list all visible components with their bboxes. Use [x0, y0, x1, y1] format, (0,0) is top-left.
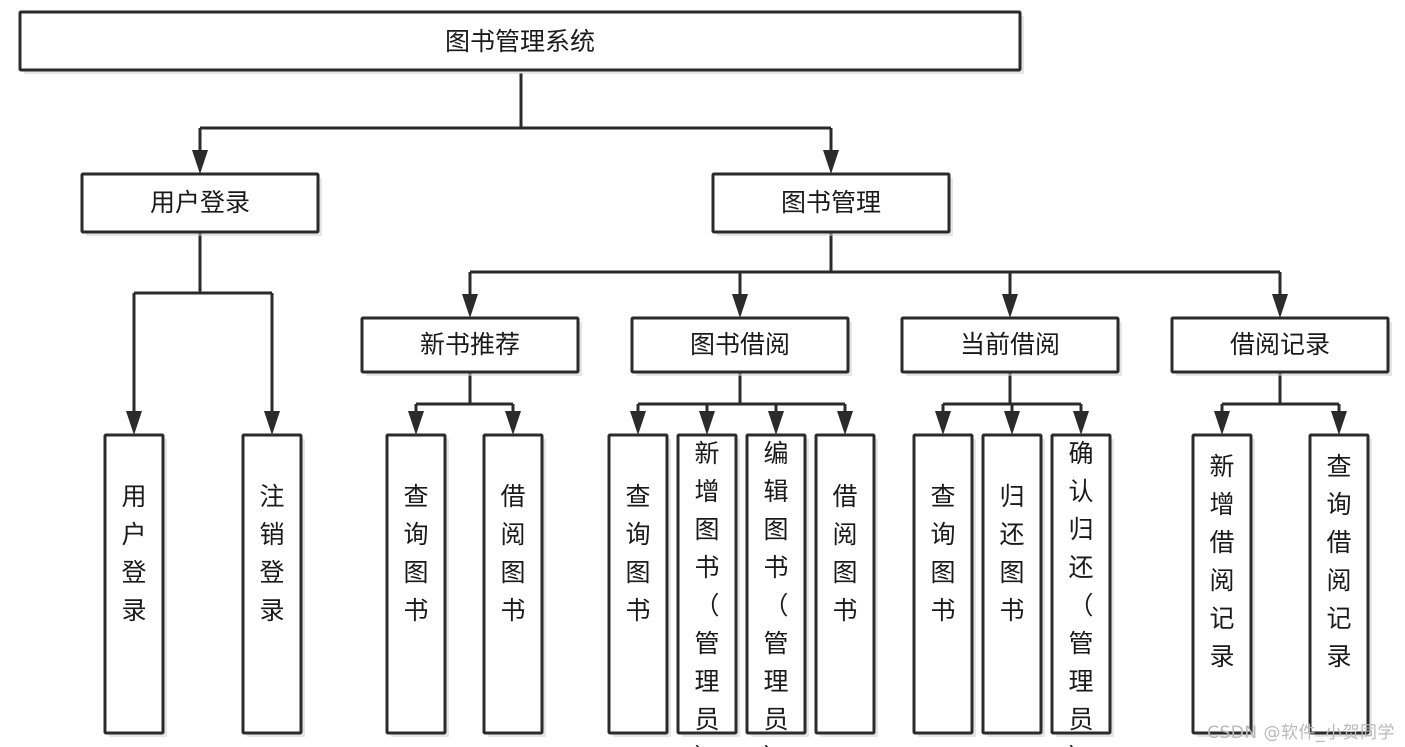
node-leaf-confirm-return-label: 确认归还（管理员） — [1068, 439, 1093, 747]
node-leaf-borrow-book-a-label: 借阅图书 — [500, 482, 525, 625]
node-leaf-edit-book[interactable]: 编辑图书（管理员） — [745, 433, 809, 747]
node-leaf-query-book-a-label: 查询图书 — [403, 482, 428, 625]
node-leaf-borrow-book-b[interactable]: 借阅图书 — [814, 433, 878, 737]
node-leaf-query-record-label: 查询借阅记录 — [1326, 452, 1351, 671]
node-book-mgmt-label: 图书管理 — [781, 188, 881, 217]
node-new-book-recommend-label: 新书推荐 — [420, 330, 520, 359]
edges-root-to-level2 — [192, 73, 839, 174]
node-leaf-logout-label: 注销登录 — [259, 482, 284, 625]
node-current-borrow[interactable]: 当前借阅 — [900, 316, 1122, 376]
node-leaf-add-book-label: 新增图书（管理员） — [694, 439, 719, 747]
edges-userlogin-to-leaves — [126, 232, 280, 435]
edges-bookmgmt-to-level3 — [462, 232, 1288, 318]
node-leaf-query-book-b-label: 查询图书 — [625, 482, 650, 625]
node-leaf-query-record[interactable]: 查询借阅记录 — [1308, 433, 1372, 737]
node-leaf-user-login[interactable]: 用户登录 — [103, 433, 167, 737]
node-leaf-borrow-book-b-label: 借阅图书 — [832, 482, 857, 625]
node-leaf-add-book[interactable]: 新增图书（管理员） — [676, 433, 740, 747]
node-leaf-query-book-c[interactable]: 查询图书 — [912, 433, 976, 737]
edges-newbook-to-leaves — [408, 373, 521, 435]
node-user-login-label: 用户登录 — [150, 188, 250, 217]
node-book-mgmt[interactable]: 图书管理 — [711, 172, 953, 236]
csdn-watermark: CSDN @软件_小贺同学 — [1207, 723, 1395, 743]
edges-bookborrow-to-leaves — [630, 373, 853, 435]
edges-currentborrow-to-leaves — [935, 373, 1089, 435]
node-leaf-edit-book-label: 编辑图书（管理员） — [763, 439, 788, 747]
node-leaf-return-book-label: 归还图书 — [999, 482, 1024, 625]
node-leaf-query-book-b[interactable]: 查询图书 — [607, 433, 671, 737]
node-leaf-add-record-label: 新增借阅记录 — [1209, 452, 1234, 671]
node-leaf-user-login-label: 用户登录 — [121, 482, 146, 625]
node-root-label: 图书管理系统 — [445, 27, 595, 56]
node-current-borrow-label: 当前借阅 — [960, 330, 1060, 359]
node-leaf-return-book[interactable]: 归还图书 — [981, 433, 1045, 737]
node-leaf-add-record[interactable]: 新增借阅记录 — [1191, 433, 1255, 737]
node-user-login[interactable]: 用户登录 — [80, 172, 322, 236]
node-borrow-record[interactable]: 借阅记录 — [1170, 316, 1392, 376]
node-leaf-logout[interactable]: 注销登录 — [241, 433, 305, 737]
node-leaf-borrow-book-a[interactable]: 借阅图书 — [482, 433, 546, 737]
node-leaf-query-book-c-label: 查询图书 — [930, 482, 955, 625]
node-new-book-recommend[interactable]: 新书推荐 — [360, 316, 582, 376]
node-borrow-record-label: 借阅记录 — [1230, 330, 1330, 359]
node-book-borrow[interactable]: 图书借阅 — [630, 316, 852, 376]
node-root[interactable]: 图书管理系统 — [18, 10, 1024, 74]
node-leaf-confirm-return[interactable]: 确认归还（管理员） — [1050, 433, 1114, 747]
node-leaf-query-book-a[interactable]: 查询图书 — [385, 433, 449, 737]
node-book-borrow-label: 图书借阅 — [690, 330, 790, 359]
edges-borrowrecord-to-leaves — [1214, 373, 1347, 435]
